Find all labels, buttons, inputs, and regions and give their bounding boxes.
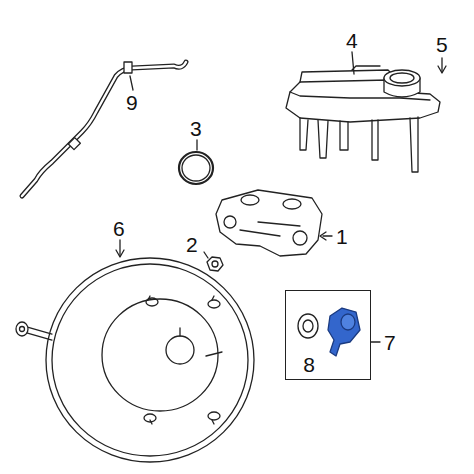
callout-number: 5 [436, 34, 448, 55]
sensor-parts [298, 308, 380, 356]
callout-number: 7 [384, 332, 396, 353]
parts-kit-box: 8 [285, 290, 371, 380]
master-cylinder [216, 190, 332, 256]
callout-number: 9 [126, 92, 138, 113]
nut [204, 252, 223, 271]
callout-number: 1 [336, 226, 348, 247]
callout-number: 6 [113, 218, 125, 239]
callout-number: 2 [186, 234, 198, 255]
vacuum-hose [22, 62, 186, 196]
callout-number: 8 [303, 354, 315, 375]
fluid-reservoir [286, 52, 440, 172]
callout-number: 4 [346, 30, 358, 51]
o-ring [179, 140, 213, 184]
brake-booster [16, 240, 254, 462]
callout-number: 3 [190, 118, 202, 139]
reservoir-cap [384, 58, 446, 97]
